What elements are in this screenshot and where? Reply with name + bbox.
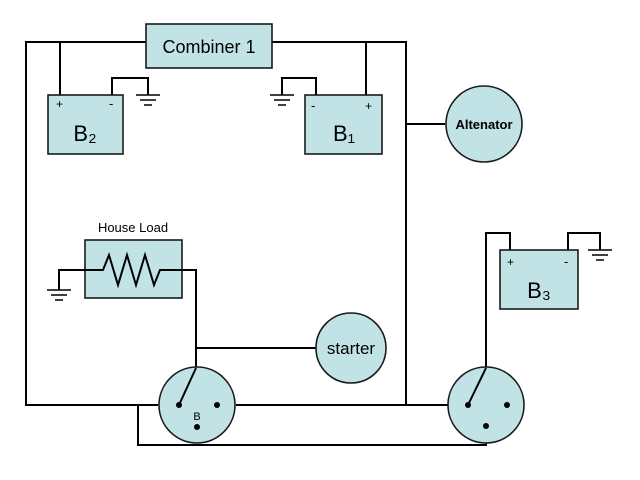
battery-switch-2 — [447, 366, 525, 444]
house-load: House Load — [47, 220, 183, 301]
battery-b2: + - B₂ — [47, 77, 160, 155]
battery-b1-negative-lead — [281, 77, 317, 95]
battery-b1: - + B₁ — [270, 77, 383, 155]
combiner: Combiner 1 — [145, 23, 273, 69]
battery-b3-label: B₃ — [527, 278, 551, 303]
combiner-box — [145, 23, 273, 69]
battery-b3-plus: + — [507, 255, 514, 269]
starter-circle — [315, 312, 387, 384]
battery-b1-label: B₁ — [333, 121, 355, 146]
alternator: Altenator — [445, 85, 523, 163]
resistor-icon — [85, 251, 182, 289]
switch-1-circle — [158, 366, 236, 444]
house-load-ground-lead — [58, 269, 85, 290]
battery-b3-negative-lead — [567, 232, 601, 250]
switch-1-terminal-bottom — [194, 424, 200, 430]
switch-1-terminal-label: B — [193, 411, 200, 423]
ground-icon — [588, 249, 612, 261]
alternator-circle — [445, 85, 523, 163]
switch-2-terminal-left — [465, 402, 471, 408]
battery-b3-box — [499, 249, 579, 310]
combiner-label: Combiner 1 — [162, 37, 255, 57]
wire-house-load — [182, 269, 197, 368]
battery-b2-minus: - — [109, 96, 113, 111]
battery-b1-minus: - — [311, 98, 315, 113]
battery-b2-negative-lead — [111, 77, 149, 95]
battery-b3: + - B₃ — [499, 232, 612, 310]
ground-icon — [136, 94, 160, 106]
switch-2-terminal-bottom — [483, 423, 489, 429]
ground-icon — [270, 94, 294, 106]
switch-2-circle — [447, 366, 525, 444]
alternator-label: Altenator — [455, 117, 512, 132]
ground-icon — [47, 289, 71, 301]
switch-1-lever — [178, 367, 197, 406]
house-load-label: House Load — [98, 220, 168, 235]
starter: starter — [315, 312, 387, 384]
switch-1-terminal-left — [176, 402, 182, 408]
battery-b3-minus: - — [564, 254, 568, 269]
battery-b1-box — [304, 94, 383, 155]
switch-2-terminal-right — [504, 402, 510, 408]
battery-b1-plus: + — [365, 99, 372, 113]
battery-switch-1: B — [158, 366, 236, 444]
wire-combiner-left-loop — [25, 41, 158, 406]
battery-b2-label: B₂ — [73, 121, 96, 146]
battery-b2-box — [47, 94, 124, 155]
switch-2-lever — [467, 367, 487, 406]
starter-label: starter — [327, 339, 376, 358]
wire-b3-positive — [485, 232, 511, 368]
battery-b2-plus: + — [56, 97, 63, 111]
switch-1-terminal-right — [214, 402, 220, 408]
